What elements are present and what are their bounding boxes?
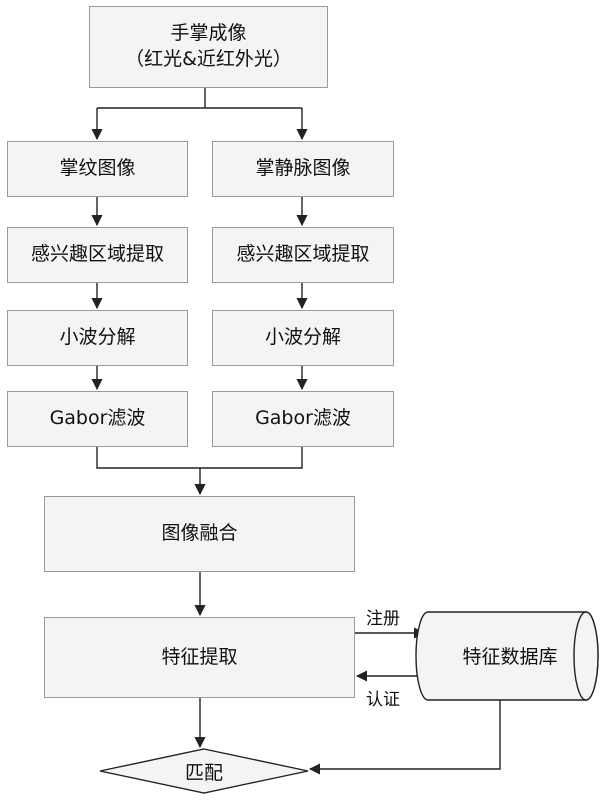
authenticate-label: 认证 xyxy=(366,685,400,710)
right-roi-label: 感兴趣区域提取 xyxy=(236,242,369,268)
feature-extraction-box: 特征提取 xyxy=(44,617,355,698)
left-gabor-box: Gabor滤波 xyxy=(7,391,188,447)
left-gabor-label: Gabor滤波 xyxy=(50,406,146,432)
palm-imaging-box: 手掌成像 （红光&近红外光） xyxy=(89,6,328,88)
left-wavelet-label: 小波分解 xyxy=(59,325,135,351)
right-gabor-box: Gabor滤波 xyxy=(212,391,394,447)
palm-imaging-subtitle: （红光&近红外光） xyxy=(125,47,292,73)
left-roi-box: 感兴趣区域提取 xyxy=(7,227,188,283)
palmprint-image-label: 掌纹图像 xyxy=(59,156,135,182)
connector-merge xyxy=(97,447,302,494)
palmvein-image-box: 掌静脉图像 xyxy=(212,141,394,197)
register-label: 注册 xyxy=(366,604,400,629)
palm-imaging-title: 手掌成像 xyxy=(170,21,246,47)
connector-db-to-match xyxy=(310,699,500,769)
connector-top-split xyxy=(97,88,302,108)
match-label: 匹配 xyxy=(100,752,308,790)
left-wavelet-box: 小波分解 xyxy=(7,310,188,366)
palmvein-image-label: 掌静脉图像 xyxy=(255,156,350,182)
feature-extraction-label: 特征提取 xyxy=(161,645,237,671)
right-roi-box: 感兴趣区域提取 xyxy=(212,227,394,283)
right-wavelet-box: 小波分解 xyxy=(212,310,394,366)
right-wavelet-label: 小波分解 xyxy=(265,325,341,351)
left-roi-label: 感兴趣区域提取 xyxy=(31,242,164,268)
feature-database-label: 特征数据库 xyxy=(430,635,590,675)
palmprint-image-box: 掌纹图像 xyxy=(7,141,188,197)
right-gabor-label: Gabor滤波 xyxy=(255,406,351,432)
image-fusion-label: 图像融合 xyxy=(161,521,237,547)
image-fusion-box: 图像融合 xyxy=(44,496,355,572)
